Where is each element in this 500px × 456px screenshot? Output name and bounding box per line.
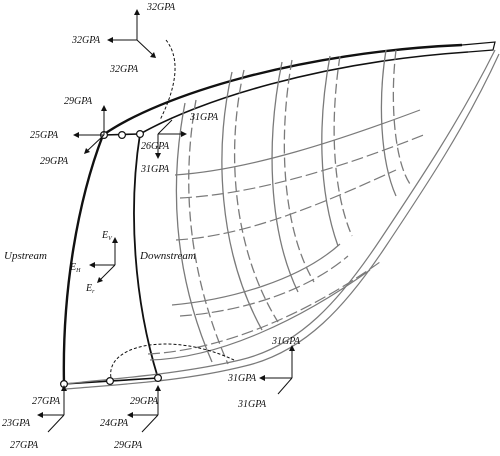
triad-legend [89, 237, 118, 283]
crown-arc-downstream [139, 51, 469, 135]
node-crown-3 [136, 130, 145, 139]
label-base-up-c: 27GPA [10, 440, 39, 451]
arch-1-dashed [179, 255, 349, 317]
node-base-2 [105, 377, 114, 386]
section-2-solid [221, 71, 263, 331]
label-crown-up-c: 29GPA [40, 156, 69, 167]
section-1-dashed [188, 99, 229, 365]
label-base-up-a: 27GPA [32, 396, 61, 407]
node-crown-2 [117, 131, 126, 140]
cantilever-sections [175, 49, 411, 365]
section-5-dashed [392, 49, 411, 185]
arch-5-dashed [179, 133, 427, 199]
label-crown-top-a: 32GPA [146, 2, 176, 13]
label-crown-top-c: 32GPA [109, 64, 139, 75]
crown-right-edge [461, 41, 496, 53]
label-downstream: Downstream [139, 250, 196, 262]
arch-4-solid [174, 109, 421, 176]
triad-base-upstream [37, 385, 67, 433]
label-right-a: 31GPA [271, 336, 301, 347]
leader-crown-top [159, 39, 176, 121]
label-base-down-a: 29GPA [130, 396, 159, 407]
section-1-solid [175, 102, 213, 363]
label-crown-down-a: 31GPA [189, 112, 219, 123]
section-3-solid [271, 61, 299, 293]
label-crown-down-c: 31GPA [140, 164, 170, 175]
label-crown-down-b: 26GPA [141, 141, 170, 152]
arch-2-dashed [147, 261, 381, 355]
section-3-dashed [283, 59, 315, 283]
leader-base [110, 343, 235, 383]
label-base-down-b: 24GPA [100, 418, 129, 429]
label-right-b: 31GPA [227, 373, 257, 384]
section-2-dashed [233, 69, 279, 323]
triad-crown-upstream [73, 105, 107, 154]
arch-2-solid [149, 269, 371, 361]
triad-crown-downstream [155, 119, 187, 159]
triad-base-downstream [127, 385, 161, 433]
label-base-down-c: 29GPA [114, 440, 143, 451]
upstream-face [62, 134, 105, 385]
arch-1-solid [171, 243, 341, 306]
label-crown-up-a: 29GPA [64, 96, 93, 107]
dam-outline [62, 41, 500, 390]
label-crown-top-b: 32GPA [71, 35, 101, 46]
crown-arc-upstream [102, 43, 463, 136]
section-5-solid [380, 49, 397, 197]
arch-3-dashed [175, 169, 397, 241]
leaders [110, 39, 235, 383]
label-eh: EH [69, 262, 81, 274]
label-right-c: 31GPA [237, 399, 267, 410]
abutment-contour-outer [63, 49, 496, 385]
triad-right-abutment [259, 345, 295, 395]
arch-sections [147, 109, 427, 361]
node-base-3 [154, 374, 163, 383]
section-4-dashed [333, 55, 353, 237]
label-base-up-b: 23GPA [2, 418, 31, 429]
triad-crown-top [107, 9, 156, 58]
label-crown-up-b: 25GPA [30, 130, 59, 141]
downstream-face [133, 133, 159, 379]
label-upstream: Upstream [4, 250, 47, 262]
label-ev: EV [101, 230, 113, 242]
label-er: Er [85, 283, 95, 295]
section-4-solid [321, 55, 339, 247]
